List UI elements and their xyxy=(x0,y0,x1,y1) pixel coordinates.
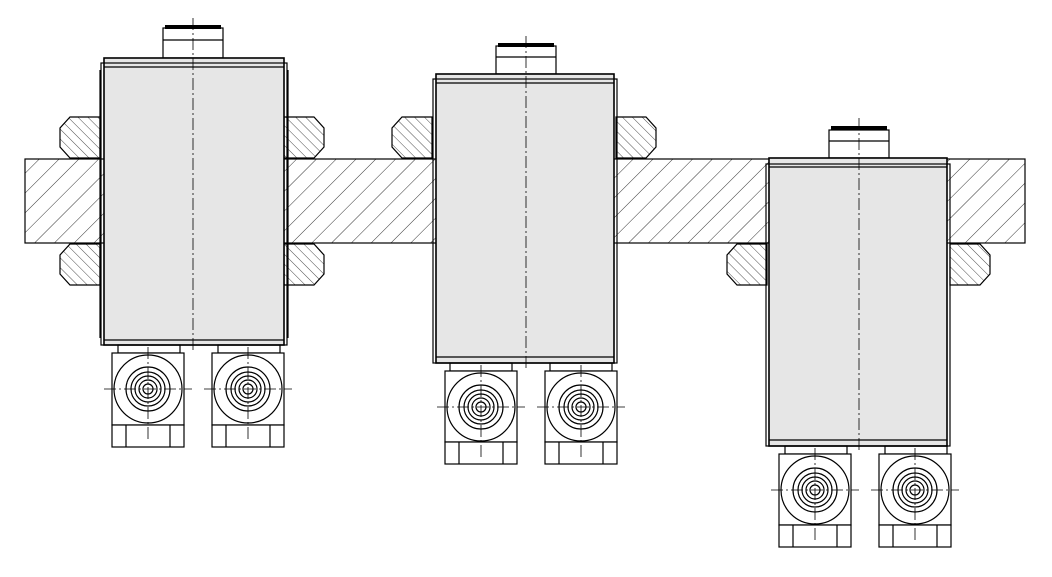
nut xyxy=(391,116,433,159)
actuator-1 xyxy=(59,18,325,448)
actuator-body xyxy=(765,157,951,447)
nut xyxy=(726,243,768,286)
nut xyxy=(59,243,101,286)
actuator-3 xyxy=(726,118,991,548)
nut xyxy=(615,116,657,159)
actuator-body xyxy=(432,73,618,364)
nut xyxy=(949,243,991,286)
nut xyxy=(283,116,325,159)
port-fitting xyxy=(771,448,859,548)
actuator-2 xyxy=(391,36,657,465)
port-fitting xyxy=(204,347,292,448)
port-fitting xyxy=(537,365,625,465)
port-fitting xyxy=(437,365,525,465)
nut xyxy=(283,243,325,286)
port-fitting xyxy=(104,347,192,448)
actuator-body xyxy=(99,57,289,346)
port-fitting xyxy=(871,448,959,548)
nut xyxy=(59,116,101,159)
